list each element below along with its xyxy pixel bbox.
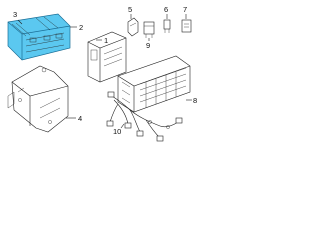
callout-9: 9 [146, 41, 150, 50]
callout-6: 6 [164, 5, 168, 14]
parts-diagram: 1 2 3 4 5 6 7 8 9 10 [7, 5, 197, 142]
mini-fuse-part[interactable] [181, 19, 192, 33]
fuse-box-cover-highlighted[interactable] [7, 13, 71, 61]
junction-block[interactable] [117, 55, 191, 113]
callout-2: 2 [79, 23, 83, 32]
callout-1: 1 [104, 36, 108, 45]
callout-10: 10 [113, 127, 121, 136]
callout-7: 7 [183, 5, 187, 14]
leader-10 [120, 123, 125, 129]
callout-8: 8 [193, 96, 197, 105]
callout-5: 5 [128, 5, 132, 14]
clip-part[interactable] [127, 17, 139, 37]
wiring-harness[interactable] [106, 91, 183, 142]
callout-4: 4 [78, 114, 82, 123]
fuse-part[interactable] [163, 19, 171, 33]
callout-3: 3 [13, 10, 17, 19]
leader-3 [17, 19, 23, 25]
relay-module[interactable] [87, 31, 127, 83]
mounting-bracket[interactable] [7, 65, 69, 133]
relay-part[interactable] [143, 21, 155, 38]
